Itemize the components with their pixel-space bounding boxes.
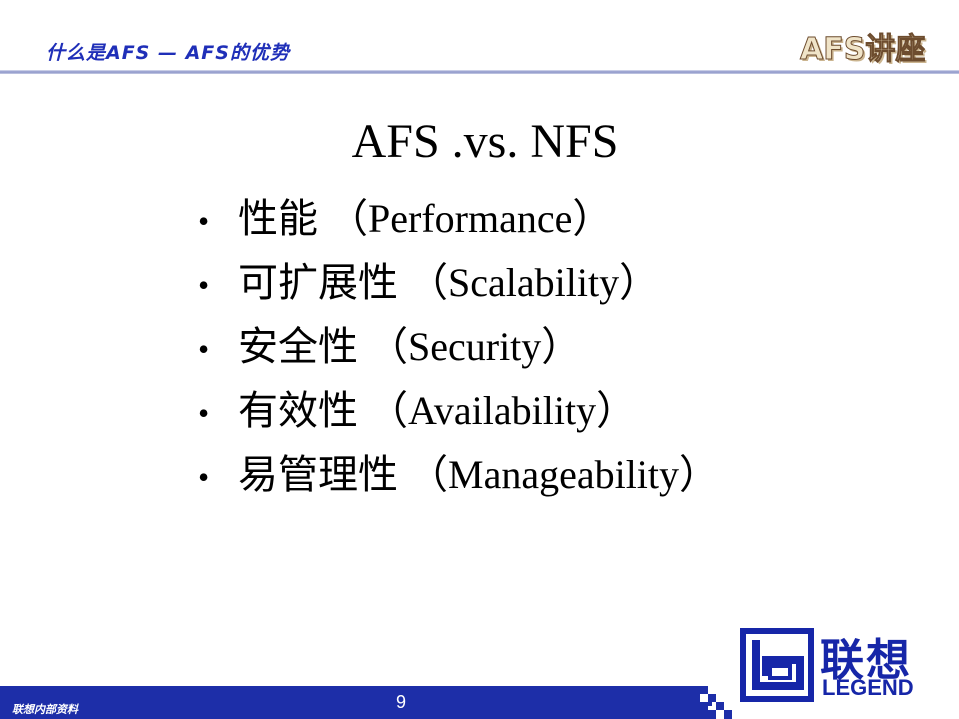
bullet-item: • 有效性 （Availability） [198,380,719,444]
footer-bar [0,686,700,719]
bullet-text: 安全性 （Security） [238,324,582,369]
bullet-text: 易管理性 （Manageability） [238,452,720,497]
bullet-dot-icon: • [198,203,210,239]
footer-pixel-decoration-icon [700,686,732,719]
bullet-item: • 可扩展性 （Scalability） [198,252,719,316]
bullet-dot-icon: • [198,459,210,495]
header-divider [0,70,959,74]
bullet-dot-icon: • [198,331,210,367]
bullet-dot-icon: • [198,267,210,303]
bullet-item: • 性能 （Performance） [198,188,719,252]
footer-label: 联想内部资料 [12,703,78,716]
header-title: 什么是AFS — AFS的优势 [46,42,290,64]
bullet-item: • 安全性 （Security） [198,316,719,380]
slide-heading: AFS .vs. NFS [351,115,619,168]
legend-logo-mark-icon [740,628,814,702]
legend-logo: 联想 LEGEND [740,628,930,702]
bullet-item: • 易管理性 （Manageability） [198,444,719,508]
brand-title: AFS讲座 [799,32,926,68]
bullet-text: 有效性 （Availability） [238,388,637,433]
bullet-list: • 性能 （Performance） • 可扩展性 （Scalability） … [198,188,719,508]
bullet-text: 可扩展性 （Scalability） [238,260,660,305]
logo-english-text: LEGEND [822,675,914,700]
logo-chinese-text: 联想 [820,635,912,686]
bullet-dot-icon: • [198,395,210,431]
bullet-text: 性能 （Performance） [238,196,613,241]
page-number: 9 [396,692,407,712]
